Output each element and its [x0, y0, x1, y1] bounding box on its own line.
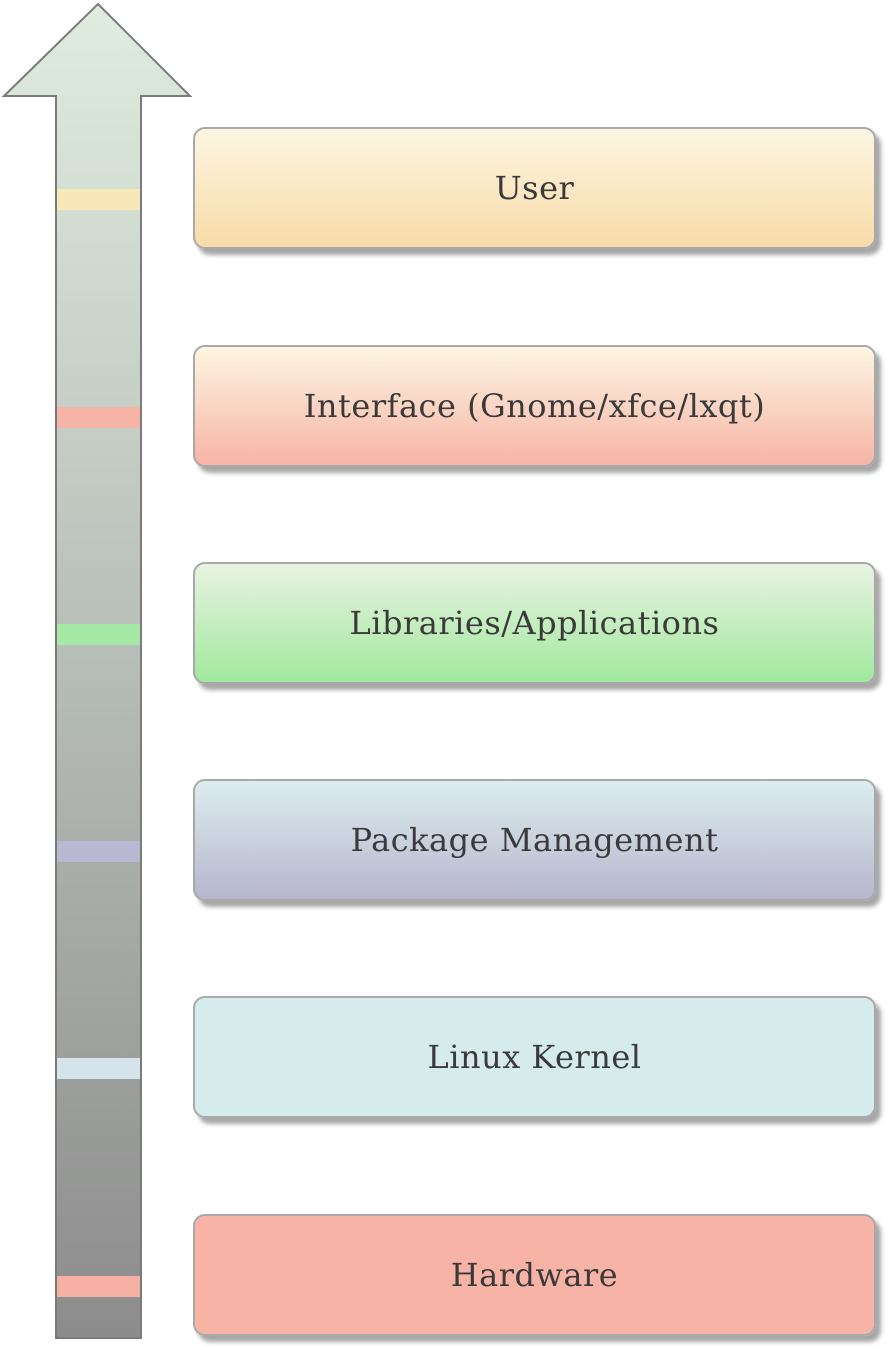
- layer-package-management: Package Management: [193, 779, 876, 901]
- layer-user: User: [193, 127, 876, 249]
- arrow-shape: [1, 2, 193, 1339]
- layer-hardware: Hardware: [193, 1214, 876, 1336]
- arrow-marker-user: [57, 189, 140, 210]
- layer-label: User: [494, 169, 575, 207]
- layer-linux-kernel: Linux Kernel: [193, 996, 876, 1118]
- arrow-marker-interface: [57, 407, 140, 428]
- layer-libraries-applications: Libraries/Applications: [193, 562, 876, 684]
- arrow-marker-hardware: [57, 1276, 140, 1297]
- layer-label: Libraries/Applications: [349, 604, 720, 642]
- layer-label: Package Management: [350, 821, 719, 859]
- arrow-markers: [57, 189, 140, 1297]
- layer-interface: Interface (Gnome/xfce/lxqt): [193, 345, 876, 467]
- layer-label: Linux Kernel: [427, 1038, 642, 1076]
- layer-label: Hardware: [450, 1256, 619, 1294]
- arrow-marker-libraries-applications: [57, 624, 140, 645]
- layer-label: Interface (Gnome/xfce/lxqt): [303, 387, 766, 425]
- arrow-marker-package-management: [57, 841, 140, 862]
- arrow-marker-linux-kernel: [57, 1058, 140, 1079]
